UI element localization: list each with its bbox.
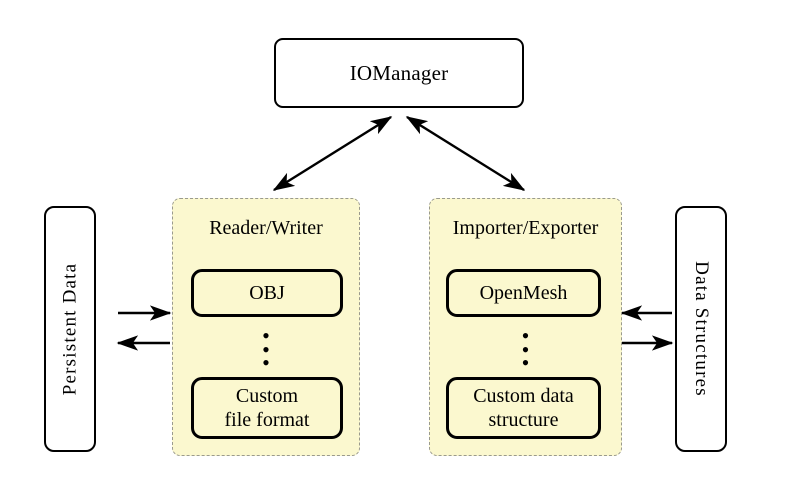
importer-exporter-item-openmesh[interactable]: OpenMesh [446,269,601,317]
persistent-data-node[interactable]: Persistent Data [44,206,96,452]
data-structures-node[interactable]: Data Structures [675,206,727,452]
panel-importer-exporter-title: Importer/Exporter [452,217,599,239]
importer-exporter-ellipsis-icon: ••• [521,323,530,376]
importer-exporter-item-openmesh-label: OpenMesh [479,281,568,304]
panel-reader-writer[interactable]: Reader/Writer OBJ ••• Custom file format [172,198,360,456]
reader-writer-item-custom-line2: file format [224,409,310,431]
reader-writer-item-obj[interactable]: OBJ [191,269,343,317]
io-manager-node[interactable]: IOManager [274,38,524,108]
io-manager-label: IOManager [349,60,449,85]
importer-exporter-item-custom-line2: structure [488,409,559,431]
arrow-manager-readerwriter [272,115,393,192]
importer-exporter-item-custom-line1: Custom data [473,384,574,407]
importer-exporter-item-custom-data-structure[interactable]: Custom data structure [446,377,601,439]
reader-writer-item-custom-line1: Custom [235,384,299,407]
reader-writer-item-obj-label: OBJ [249,281,285,304]
persistent-data-label: Persistent Data [59,262,81,396]
reader-writer-item-custom-file-format[interactable]: Custom file format [191,377,343,439]
arrow-manager-importerexporter [405,115,526,192]
reader-writer-ellipsis-icon: ••• [262,323,270,376]
panel-reader-writer-title: Reader/Writer [209,217,323,239]
data-structures-label: Data Structures [691,261,712,397]
panel-importer-exporter[interactable]: Importer/Exporter OpenMesh ••• Custom da… [429,198,622,456]
